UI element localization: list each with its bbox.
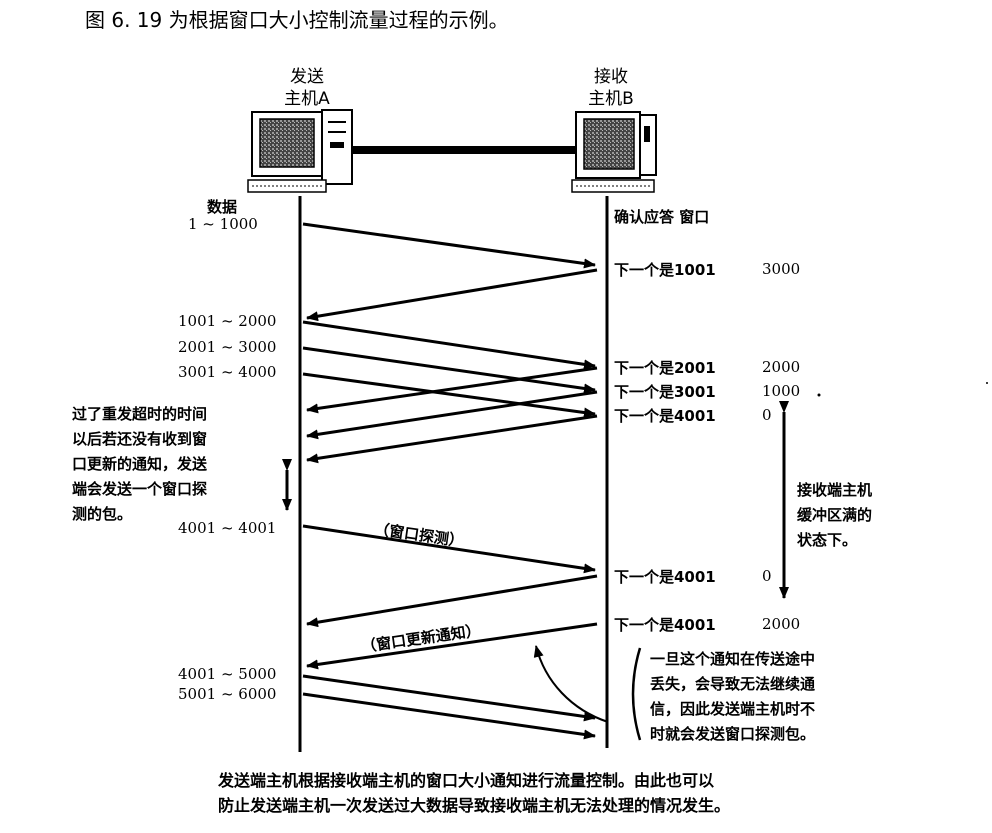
receiver-computer-icon (571, 111, 657, 193)
note-line: 丢失，会导致无法继续通 (650, 675, 816, 693)
loss-note: 一旦这个通知在传送途中 丢失，会导致无法继续通 信，因此发送端主机时不 时就会发… (650, 647, 815, 747)
data-label: 2001 ~ 3000 (178, 338, 277, 356)
buffer-full-note: 接收端主机 缓冲区满的 状态下。 (797, 478, 872, 553)
data-label: 5001 ~ 6000 (178, 685, 277, 703)
sender-host-label: 发送 主机A (277, 66, 337, 110)
note-line: 过了重发超时的时间 (72, 405, 208, 423)
ack-label: 下一个是3001 (614, 383, 716, 401)
ack-label: 下一个是4001 (614, 616, 716, 634)
data-column-header: 数据 (207, 198, 238, 216)
ack-label: 下一个是1001 (614, 261, 716, 279)
note-line: 时就会发送窗口探测包。 (650, 725, 816, 743)
ack-label: 下一个是2001 (614, 359, 716, 377)
arrow-ack-2001 (306, 366, 598, 414)
data-label: 1 ~ 1000 (188, 215, 258, 233)
arrow-window-update (306, 622, 598, 670)
note-line: 状态下。 (797, 531, 858, 549)
receiver-host-label: 接收 主机B (576, 66, 646, 110)
network-cable (352, 146, 576, 154)
receiver-label-line1: 接收 (594, 67, 628, 87)
ack-label: 下一个是4001 (614, 568, 716, 586)
window-size: 2000 (762, 615, 801, 633)
arrow-data-1-1000 (302, 222, 596, 269)
stray-dot (986, 382, 988, 384)
arrow-data-4001-5000 (302, 674, 596, 722)
page-heading: 图 6. 19 为根据窗口大小控制流量过程的示例。 (85, 8, 509, 32)
window-size: 0 (762, 567, 772, 585)
note-line: 端会发送一个窗口探 (72, 480, 208, 498)
note-line: 信，因此发送端主机时不 (650, 700, 816, 718)
data-label: 1001 ~ 2000 (178, 312, 277, 330)
arrow-ack-3001 (306, 390, 598, 440)
window-size: 3000 (762, 260, 801, 278)
note-line: 测的包。 (72, 505, 133, 523)
arrow-data-3001-4000 (302, 372, 596, 418)
loss-note-bracket (631, 647, 642, 741)
data-label: 3001 ~ 4000 (178, 363, 277, 381)
receiver-label-line2: 主机B (588, 89, 634, 109)
caption-line: 发送端主机根据接收端主机的窗口大小通知进行流量控制。由此也可以 (218, 771, 715, 790)
figure-caption: 发送端主机根据接收端主机的窗口大小通知进行流量控制。由此也可以 防止发送端主机一… (218, 768, 730, 818)
arrow-ack-4001-probe-reply (306, 574, 598, 628)
ack-column-header: 确认应答 窗口 (614, 208, 710, 226)
sender-label-line2: 主机A (284, 89, 330, 109)
note-line: 缓冲区满的 (797, 506, 873, 524)
retransmit-timeout-note: 过了重发超时的时间 以后若还没有收到窗 口更新的通知，发送 端会发送一个窗口探 … (72, 402, 207, 527)
arrow-data-5001-6000 (302, 692, 596, 740)
note-line: 口更新的通知，发送 (72, 455, 208, 473)
data-label: 4001 ~ 5000 (178, 665, 277, 683)
arrow-window-probe (302, 524, 596, 574)
arrow-data-1001-2000 (302, 320, 596, 370)
note-line: 一旦这个通知在传送途中 (650, 650, 816, 668)
note-line: 接收端主机 (797, 481, 873, 499)
sender-label-line1: 发送 (290, 67, 324, 87)
window-size: 2000 (762, 358, 801, 376)
window-size: 1000 (762, 382, 801, 400)
arrow-data-2001-3000 (302, 346, 596, 394)
note-line: 以后若还没有收到窗 (72, 430, 208, 448)
window-size: 0 (762, 406, 772, 424)
ack-label: 下一个是4001 (614, 407, 716, 425)
loss-pointer-arrow (533, 645, 609, 723)
stray-dot (817, 393, 821, 397)
data-label: 4001 ~ 4001 (178, 519, 277, 537)
arrow-ack-1001 (306, 268, 598, 322)
sender-computer-icon (247, 109, 353, 193)
caption-line: 防止发送端主机一次发送过大数据导致接收端主机无法处理的情况发生。 (218, 796, 731, 815)
arrow-ack-4001 (306, 414, 598, 464)
